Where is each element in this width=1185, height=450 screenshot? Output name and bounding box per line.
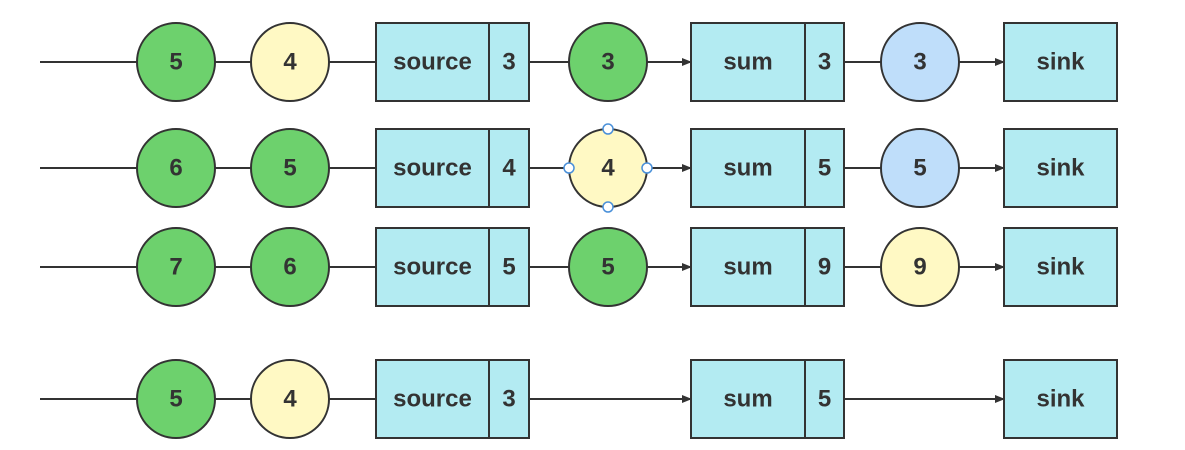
source-box-label: source	[393, 254, 472, 281]
source-box-value: 3	[502, 386, 515, 413]
sink-box[interactable]	[1003, 22, 1118, 102]
sum-box[interactable]	[690, 22, 845, 102]
sum-box-label: sum	[723, 155, 772, 182]
selection-handle[interactable]	[602, 201, 614, 213]
source-box-label: source	[393, 386, 472, 413]
input-node-1[interactable]	[136, 22, 216, 102]
source-box-value: 4	[502, 155, 516, 182]
sum-box-label: sum	[723, 49, 772, 76]
input-node-2[interactable]	[250, 227, 330, 307]
sum-box-value: 9	[818, 254, 831, 281]
input-node-2-label: 4	[283, 49, 297, 76]
source-output-node-label: 3	[601, 49, 614, 76]
sum-output-node[interactable]	[880, 128, 960, 208]
source-box-value: 3	[502, 49, 515, 76]
sink-box-label: sink	[1036, 254, 1085, 281]
input-node-1-label: 5	[169, 49, 182, 76]
sum-box[interactable]	[690, 359, 845, 439]
sum-box-label: sum	[723, 386, 772, 413]
source-box-label: source	[393, 49, 472, 76]
input-node-2[interactable]	[250, 359, 330, 439]
input-node-2[interactable]	[250, 128, 330, 208]
sum-output-node-label: 9	[913, 254, 926, 281]
input-node-1[interactable]	[136, 227, 216, 307]
source-box[interactable]	[375, 227, 530, 307]
input-node-2-label: 4	[283, 386, 297, 413]
input-node-1[interactable]	[136, 128, 216, 208]
source-box[interactable]	[375, 359, 530, 439]
source-output-node-label: 5	[601, 254, 614, 281]
sum-box[interactable]	[690, 128, 845, 208]
sink-box[interactable]	[1003, 128, 1118, 208]
input-node-2[interactable]	[250, 22, 330, 102]
sink-box[interactable]	[1003, 359, 1118, 439]
input-node-2-label: 6	[283, 254, 296, 281]
input-node-1[interactable]	[136, 359, 216, 439]
sink-box-label: sink	[1036, 386, 1085, 413]
input-node-1-label: 6	[169, 155, 182, 182]
input-node-1-label: 7	[169, 254, 182, 281]
sink-box-label: sink	[1036, 155, 1085, 182]
input-node-2-label: 5	[283, 155, 296, 182]
source-box[interactable]	[375, 22, 530, 102]
sum-box-label: sum	[723, 254, 772, 281]
sum-output-node-label: 3	[913, 49, 926, 76]
sum-box[interactable]	[690, 227, 845, 307]
sum-box-value: 5	[818, 386, 831, 413]
source-box-value: 5	[502, 254, 515, 281]
sum-output-node-label: 5	[913, 155, 926, 182]
sink-box[interactable]	[1003, 227, 1118, 307]
source-output-node-label: 4	[601, 155, 615, 182]
sum-output-node[interactable]	[880, 22, 960, 102]
selection-handle[interactable]	[641, 162, 653, 174]
source-box[interactable]	[375, 128, 530, 208]
sink-box-label: sink	[1036, 49, 1085, 76]
selection-handle[interactable]	[563, 162, 575, 174]
selection-handle[interactable]	[602, 123, 614, 135]
sum-box-value: 3	[818, 49, 831, 76]
source-box-label: source	[393, 155, 472, 182]
sum-box-value: 5	[818, 155, 831, 182]
input-node-1-label: 5	[169, 386, 182, 413]
sum-output-node[interactable]	[880, 227, 960, 307]
source-output-node[interactable]	[568, 22, 648, 102]
source-output-node[interactable]	[568, 227, 648, 307]
